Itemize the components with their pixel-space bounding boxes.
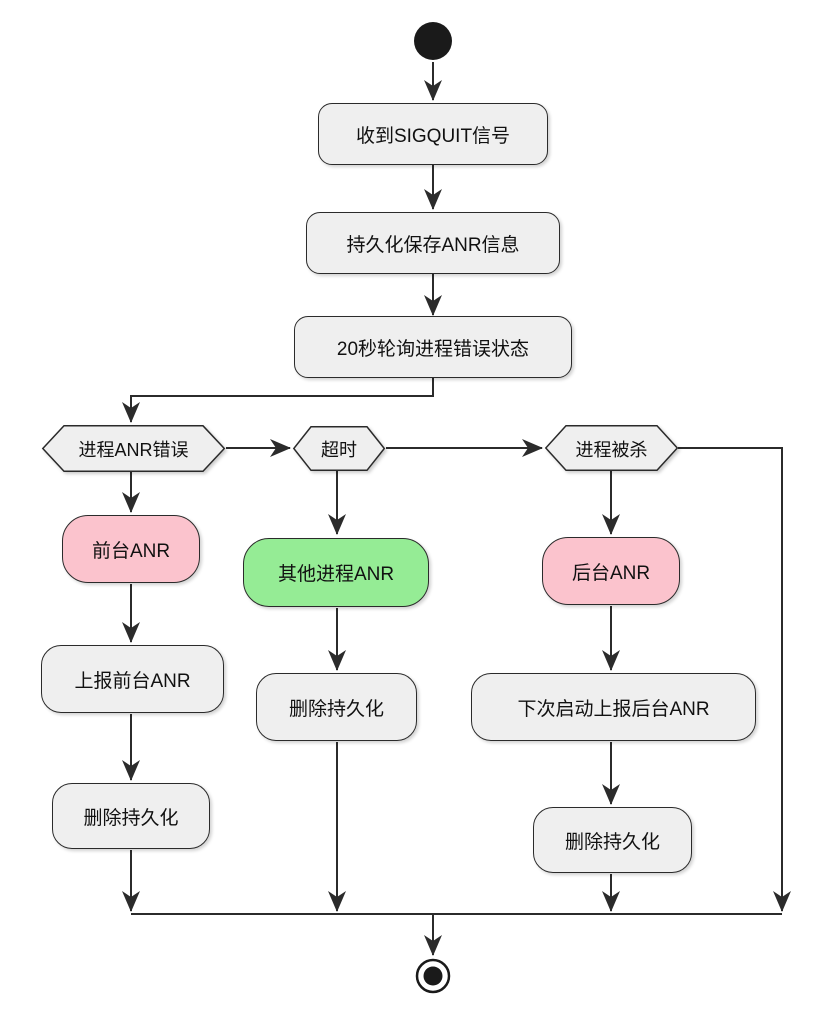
condition-timeout-shape (292, 426, 386, 472)
activity-delete-persistence-foreground: 删除持久化 (52, 783, 210, 849)
activity-persist-anr-info: 持久化保存ANR信息 (306, 212, 560, 274)
start-node (414, 22, 452, 60)
condition-process-anr-error-shape (41, 425, 226, 473)
activity-background-anr: 后台ANR (542, 537, 680, 605)
condition-timeout: 超时 (321, 439, 357, 460)
activity-delete-persistence-timeout: 删除持久化 (256, 673, 417, 741)
activity-delete-persistence-background: 删除持久化 (533, 807, 692, 873)
edge-process-killed-to-join-rail (678, 447, 791, 912)
end-node-core (423, 966, 443, 986)
activity-report-background-anr-next-launch: 下次启动上报后台ANR (471, 673, 756, 741)
condition-process-killed-shape (544, 425, 679, 472)
condition-process-anr-error: 进程ANR错误 (78, 439, 189, 460)
activity-receive-sigquit: 收到SIGQUIT信号 (318, 103, 548, 165)
activity-poll-process-error-20s: 20秒轮询进程错误状态 (294, 316, 572, 378)
edge-poll-to-process-anr-error (122, 378, 434, 423)
activity-report-foreground-anr: 上报前台ANR (41, 645, 224, 713)
condition-process-killed: 进程被杀 (575, 439, 648, 460)
activity-foreground-anr: 前台ANR (62, 515, 200, 583)
activity-other-process-anr: 其他进程ANR (243, 538, 429, 607)
